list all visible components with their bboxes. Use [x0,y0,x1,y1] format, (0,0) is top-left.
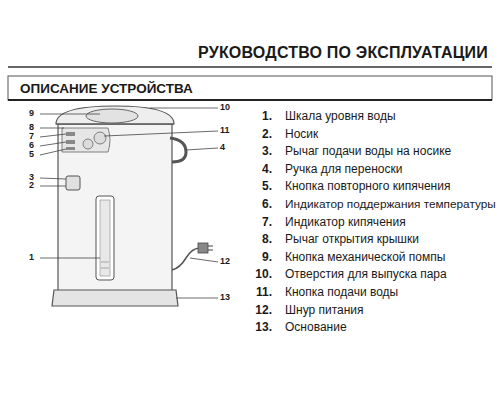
section-heading: ОПИСАНИЕ УСТРОЙСТВА [20,81,193,97]
item-number: 12. [255,304,272,318]
part-name: Ручка для переноски [285,163,402,177]
callout-number: 12 [220,256,230,266]
item-number: 7. [262,216,272,230]
callout-number: 1 [29,252,34,262]
item-number: 9. [262,251,272,265]
callout-number: 7 [29,131,34,141]
part-name: Индикатор поддержания температуры [285,198,496,212]
item-number: 1. [262,110,272,124]
item-number: 2. [262,128,272,142]
part-name: Кнопка механической помпы [285,251,445,265]
callout-number: 10 [220,102,230,112]
callout-number: 11 [220,125,230,135]
item-number: 6. [262,198,272,212]
part-name: Индикатор кипячения [285,216,406,230]
part-name: Основание [285,321,347,335]
callout-number: 13 [220,292,230,302]
part-name: Кнопка подачи воды [285,286,398,300]
item-number: 4. [262,163,272,177]
part-name: Шкала уровня воды [285,110,396,124]
item-number: 5. [262,180,272,194]
document-title: РУКОВОДСТВО ПО ЭКСПЛУАТАЦИИ [198,44,488,62]
part-name: Шнур питания [285,304,364,318]
part-name: Рычаг подачи воды на носике [285,145,451,159]
part-name: Отверстия для выпуска пара [285,268,447,282]
part-name: Кнопка повторного кипячения [285,180,450,194]
callout-number: 4 [220,142,225,152]
callout-number: 2 [29,180,34,190]
item-number: 3. [262,145,272,159]
part-name: Носик [285,128,318,142]
callout-number: 6 [29,140,34,150]
part-name: Рычаг открытия крышки [285,233,419,247]
item-number: 8. [262,233,272,247]
item-number: 13. [255,321,272,335]
item-number: 10. [255,268,272,282]
callout-number: 8 [29,122,34,132]
callout-number: 9 [29,108,34,118]
callout-number: 5 [29,149,34,159]
item-number: 11. [256,286,272,300]
